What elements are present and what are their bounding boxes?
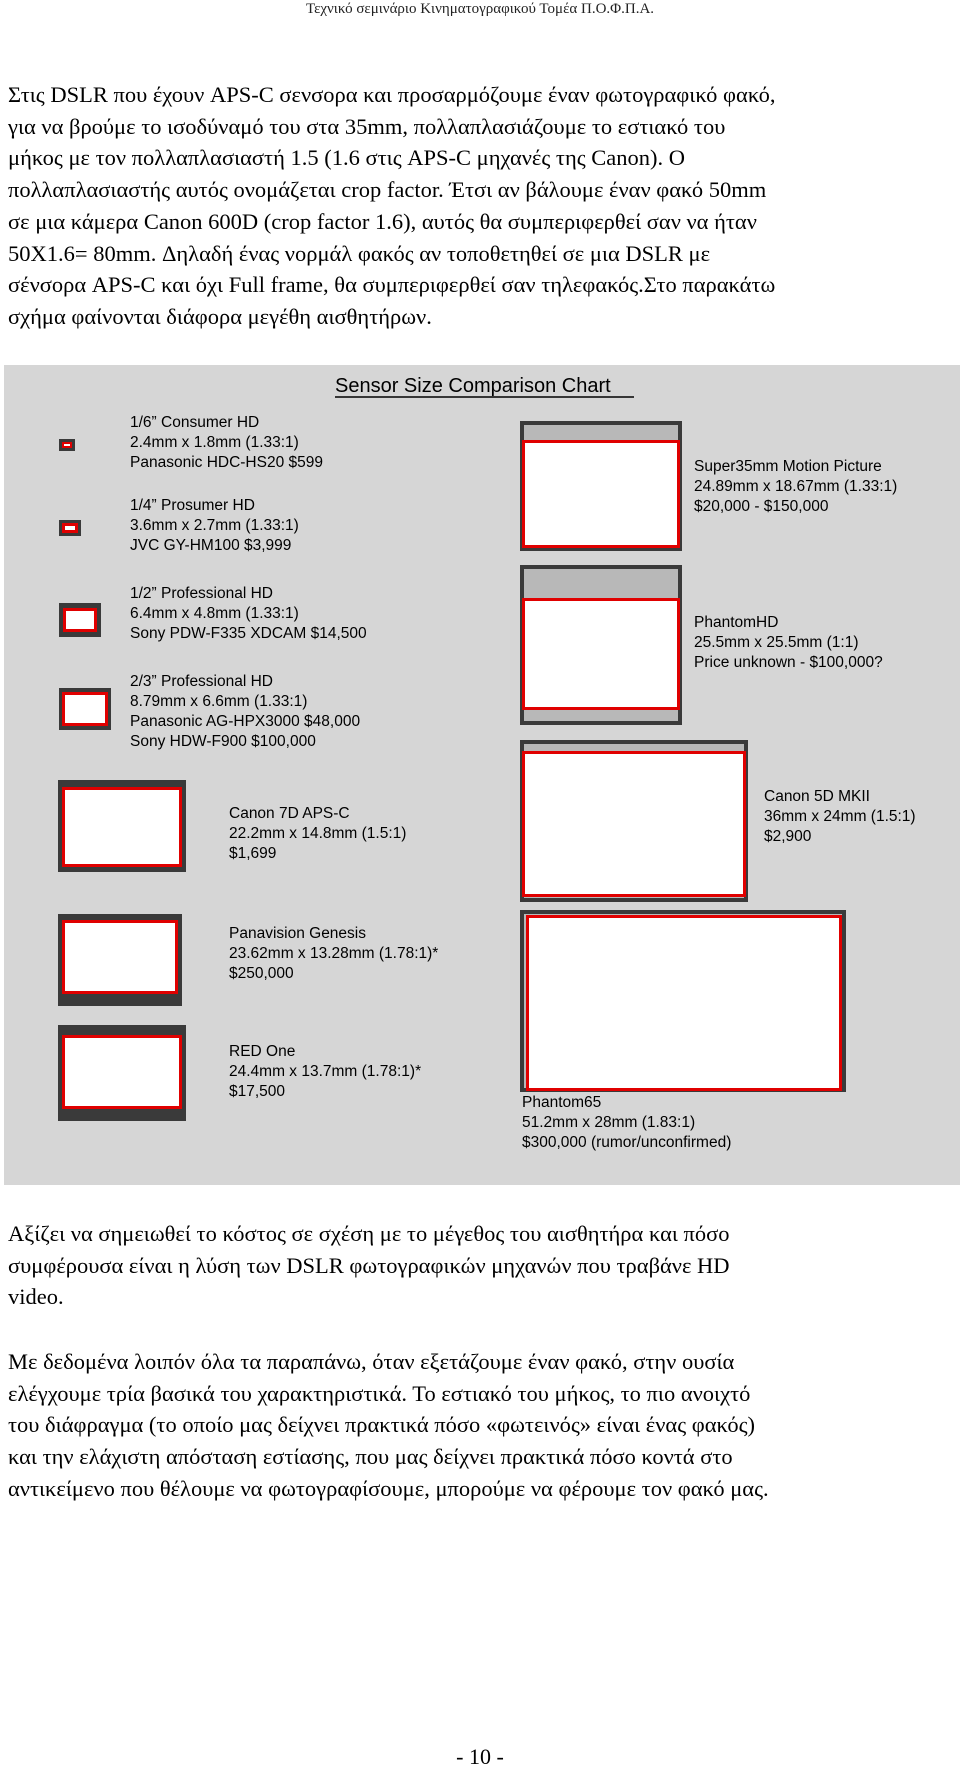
label-panavision-genesis: Panavision Genesis 23.62mm x 13.28mm (1.… — [229, 925, 443, 982]
text-line: συμφέρουσα είναι η λύση των DSLR φωτογρα… — [8, 1252, 730, 1278]
sensor-canon-5d — [520, 740, 748, 902]
text-line: για να βρούμε το ισοδύναμό του στα 35mm,… — [8, 113, 726, 139]
text-line: του διάφραγμα (το οποίο μας δείχνει πρακ… — [8, 1412, 756, 1438]
label-phantom65: Phantom65 51.2mm x 28mm (1.83:1) $300,00… — [522, 1094, 731, 1151]
sensor-super35 — [520, 421, 682, 551]
text-line: Αξίζει να σημειωθεί το κόστος σε σχέση μ… — [8, 1221, 730, 1246]
sensor-consumer-hd — [59, 439, 75, 451]
sensor-panavision-genesis — [58, 914, 182, 1006]
text-line: Στις DSLR που έχουν APS-C σενσορα και πρ… — [8, 82, 776, 107]
figure-title: Sensor Size Comparison Chart — [335, 375, 611, 397]
text-line: ελέγχουμε τρία βασικά του χαρακτηριστικά… — [8, 1380, 751, 1406]
running-header: Τεχνικό σεμινάριο Κινηματογραφικού Τομέα… — [305, 1, 655, 17]
text-line: σχήμα φαίνονται διάφορα μεγέθη αισθητήρω… — [8, 303, 432, 329]
sensor-pro-hd-twothirds — [59, 688, 111, 730]
text-line: Με δεδομένα λοιπόν όλα τα παραπάνω, όταν… — [8, 1349, 735, 1374]
cost-paragraph: Αξίζει να σημειωθεί το κόστος σε σχέση μ… — [8, 1218, 956, 1313]
sensor-red-one — [58, 1025, 186, 1121]
sensor-canon-7d — [58, 780, 186, 872]
label-consumer-hd: 1/6” Consumer HD 2.4mm x 1.8mm (1.33:1) … — [130, 414, 323, 471]
text-line: σε μια κάμερα Canon 600D (crop factor 1.… — [8, 208, 757, 234]
intro-paragraph: Στις DSLR που έχουν APS-C σενσορα και πρ… — [8, 79, 956, 333]
text-line: πολλαπλασιαστής αυτός ονομάζεται crop fa… — [8, 177, 767, 203]
text-line: και την ελάχιστη απόσταση εστίασης, που … — [8, 1444, 733, 1470]
sensor-phantom-hd — [520, 565, 682, 725]
label-red-one: RED One 24.4mm x 13.7mm (1.78:1)* $17,50… — [229, 1043, 425, 1100]
text-line: 50X1.6= 80mm. Δηλαδή ένας νορμάλ φακός α… — [8, 240, 711, 266]
sensor-size-figure: Sensor Size Comparison Chart — [4, 365, 960, 1185]
sensor-prosumer-hd — [59, 520, 81, 536]
sensor-phantom65 — [520, 910, 846, 1092]
label-phantom-hd: PhantomHD 25.5mm x 25.5mm (1:1) Price un… — [694, 614, 883, 671]
label-canon-5d: Canon 5D MKII 36mm x 24mm (1.5:1) $2,900 — [764, 788, 920, 845]
label-canon-7d: Canon 7D APS-C 22.2mm x 14.8mm (1.5:1) $… — [229, 805, 411, 862]
sensor-size-diagram: Sensor Size Comparison Chart — [58, 375, 920, 1151]
text-line: αντικείμενο που θέλουμε να φωτογραφίσουμ… — [8, 1475, 769, 1501]
label-super35: Super35mm Motion Picture 24.89mm x 18.67… — [694, 458, 902, 515]
label-pro-hd-half: 1/2” Professional HD 6.4mm x 4.8mm (1.33… — [130, 585, 367, 642]
sensor-pro-hd-half — [59, 603, 101, 637]
label-prosumer-hd: 1/4” Prosumer HD 3.6mm x 2.7mm (1.33:1) … — [130, 497, 303, 554]
text-line: video. — [8, 1284, 64, 1310]
text-line: σένσορα APS-C και όχι Full frame, θα συμ… — [8, 272, 776, 298]
label-pro-hd-twothirds: 2/3” Professional HD 8.79mm x 6.6mm (1.3… — [130, 673, 364, 750]
text-line: μήκος με τον πολλαπλασιαστή 1.5 (1.6 στι… — [8, 145, 685, 171]
summary-paragraph: Με δεδομένα λοιπόν όλα τα παραπάνω, όταν… — [8, 1346, 956, 1505]
page-number: - 10 - — [456, 1744, 504, 1769]
